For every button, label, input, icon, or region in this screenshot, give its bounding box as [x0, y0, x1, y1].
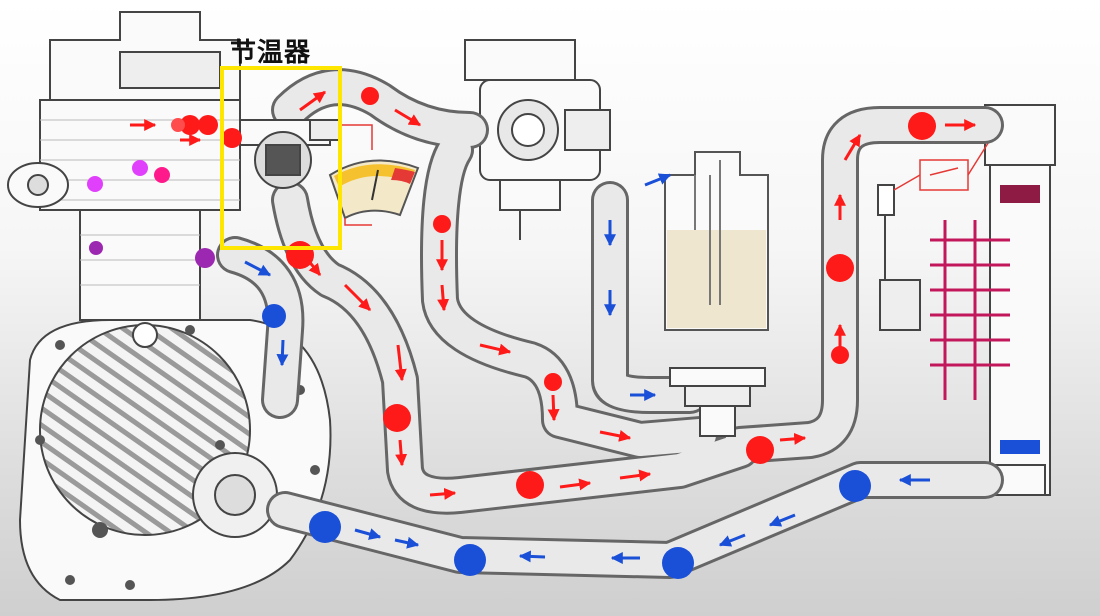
hot-flow-markers [171, 87, 936, 499]
engine [7, 11, 332, 601]
cam-housing [119, 51, 221, 89]
carb-top [464, 39, 576, 81]
temperature-gauge [328, 124, 420, 226]
cold-flow-markers [262, 304, 871, 579]
coolant-level [667, 230, 766, 328]
cylinder [79, 209, 201, 321]
thermostat-highlight-box [220, 66, 342, 250]
cold-flow-arrows [244, 173, 930, 564]
hot-flow-arrows [130, 90, 977, 500]
fan-motor [879, 279, 921, 331]
pressure-cap [669, 367, 766, 437]
coolant-reservoir [664, 151, 769, 331]
thermostat-housing [239, 119, 341, 189]
cooling-fan [930, 220, 1010, 400]
carburetor [464, 39, 611, 240]
radiator [877, 104, 1056, 496]
warm-flow-markers [87, 160, 215, 268]
thermostat-label: 节温器 [230, 38, 312, 68]
float-bowl [499, 179, 561, 211]
fan-switch [893, 139, 991, 191]
hoses [216, 68, 1004, 579]
